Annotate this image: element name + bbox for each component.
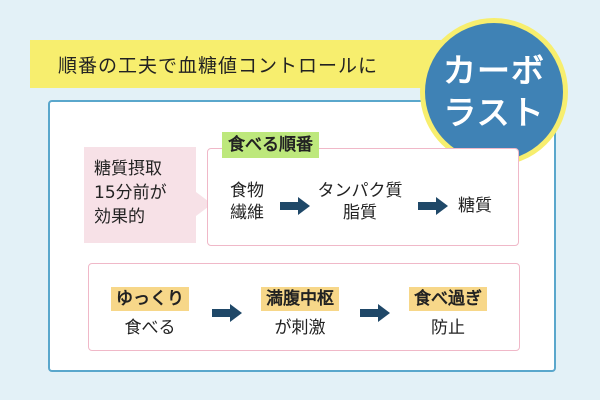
step-fiber: 食物 繊維	[222, 180, 272, 224]
eating-order-box	[207, 148, 519, 246]
badge-line-1: カーボ	[443, 51, 545, 90]
note-line-2: 15分前が	[94, 183, 167, 203]
step-fiber-line-2: 繊維	[230, 203, 264, 223]
timing-note: 糖質摂取 15分前が 効果的	[84, 147, 196, 243]
effect-3-text: 防止	[431, 318, 465, 338]
headline-banner: 順番の工夫で血糖値コントロールに	[30, 40, 470, 88]
effect-prevent-overeating: 食べ過ぎ 防止	[398, 287, 498, 339]
step-protein-line-2: 脂質	[343, 203, 377, 223]
eating-order-title: 食べる順番	[222, 132, 319, 158]
step-fiber-line-1: 食物	[230, 181, 264, 201]
step-carbs-line-1: 糖質	[458, 196, 492, 216]
note-line-3: 効果的	[94, 207, 145, 227]
arrow-right-icon	[418, 197, 448, 215]
arrow-right-icon	[280, 197, 310, 215]
effect-satiety-center: 満腹中枢 が刺激	[250, 287, 350, 339]
effect-2-text: が刺激	[274, 318, 326, 338]
arrow-right-icon	[212, 304, 242, 322]
effect-1-highlight: ゆっくり	[111, 287, 189, 311]
effect-2-highlight: 満腹中枢	[261, 287, 339, 311]
arrow-right-icon	[360, 304, 390, 322]
badge-line-2: ラスト	[443, 93, 545, 132]
step-carbs: 糖質	[450, 195, 500, 217]
effect-3-highlight: 食べ過ぎ	[409, 287, 487, 311]
note-line-1: 糖質摂取	[94, 159, 162, 179]
effect-1-text: 食べる	[124, 318, 176, 338]
step-protein-fat: タンパク質 脂質	[310, 180, 410, 224]
headline-text: 順番の工夫で血糖値コントロールに	[58, 54, 379, 77]
effect-slow-eating: ゆっくり 食べる	[100, 287, 200, 339]
carb-last-badge: カーボ ラスト	[420, 18, 568, 166]
step-protein-line-1: タンパク質	[317, 181, 403, 201]
